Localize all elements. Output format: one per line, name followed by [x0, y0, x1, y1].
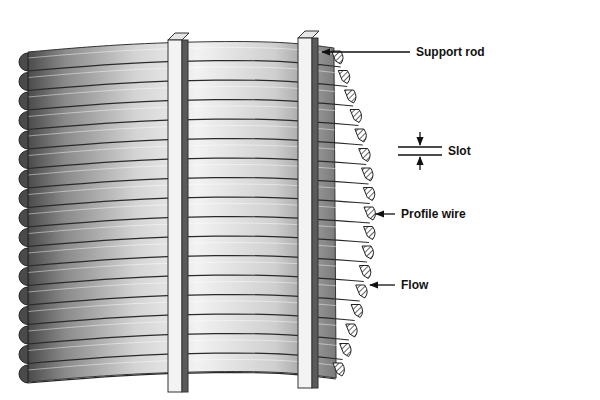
wire-edge: [19, 229, 28, 247]
wire-edge: [19, 326, 28, 344]
leader-arrow: [370, 284, 395, 285]
profile-wire-section: [332, 51, 344, 64]
wire-edge: [19, 53, 28, 71]
part-label: Flow: [399, 278, 430, 292]
profile-wire-section: [359, 149, 371, 162]
profile-wire-section: [346, 324, 358, 337]
profile-wire-section: [350, 110, 362, 123]
leader-arrow: [419, 157, 420, 170]
rod-top: [298, 31, 319, 38]
wire-edge: [19, 209, 28, 227]
support-rod: [168, 40, 182, 392]
profile-wire-section: [362, 168, 374, 181]
leader-arrow: [419, 132, 420, 145]
leader-arrow: [376, 213, 395, 214]
wire-edge: [19, 287, 28, 305]
profile-wire-section: [340, 344, 352, 357]
rod-side: [182, 40, 188, 392]
profile-wire-section: [364, 227, 376, 240]
wire-edge: [19, 307, 28, 325]
slot-line: [398, 146, 442, 147]
wire-edge: [19, 131, 28, 149]
rod-top: [168, 33, 189, 40]
wire-edge: [19, 190, 28, 208]
profile-wire-section: [356, 285, 368, 298]
wire-edge: [19, 248, 28, 266]
wire-edge: [19, 346, 28, 364]
leader-arrow: [322, 51, 410, 52]
support-rods: [168, 31, 319, 392]
profile-wire-section: [362, 246, 374, 259]
wire-edge: [19, 365, 28, 383]
leader-lines: [322, 52, 442, 285]
wire-edge: [19, 92, 28, 110]
wire-edge: [19, 151, 28, 169]
profile-wire-section: [355, 129, 367, 142]
profile-wire-section: [338, 71, 350, 84]
wire-edge: [19, 73, 28, 91]
slot-line: [398, 154, 442, 155]
profile-wire-sections: [332, 51, 376, 376]
support-rod: [298, 38, 312, 388]
profile-wire-section: [351, 305, 363, 318]
rod-side: [312, 38, 318, 388]
part-label: Profile wire: [399, 207, 468, 221]
wire-edge: [19, 112, 28, 130]
profile-wire-section: [364, 207, 376, 220]
part-label: Support rod: [414, 45, 487, 59]
profile-wire-section: [359, 266, 371, 279]
wire-edge: [19, 170, 28, 188]
profile-wire-section: [345, 90, 357, 103]
wire-edge: [19, 268, 28, 286]
profile-wire-section: [363, 188, 375, 201]
part-label: Slot: [446, 144, 473, 158]
wire-highlight: [28, 204, 370, 214]
profile-wire-section: [333, 363, 345, 376]
